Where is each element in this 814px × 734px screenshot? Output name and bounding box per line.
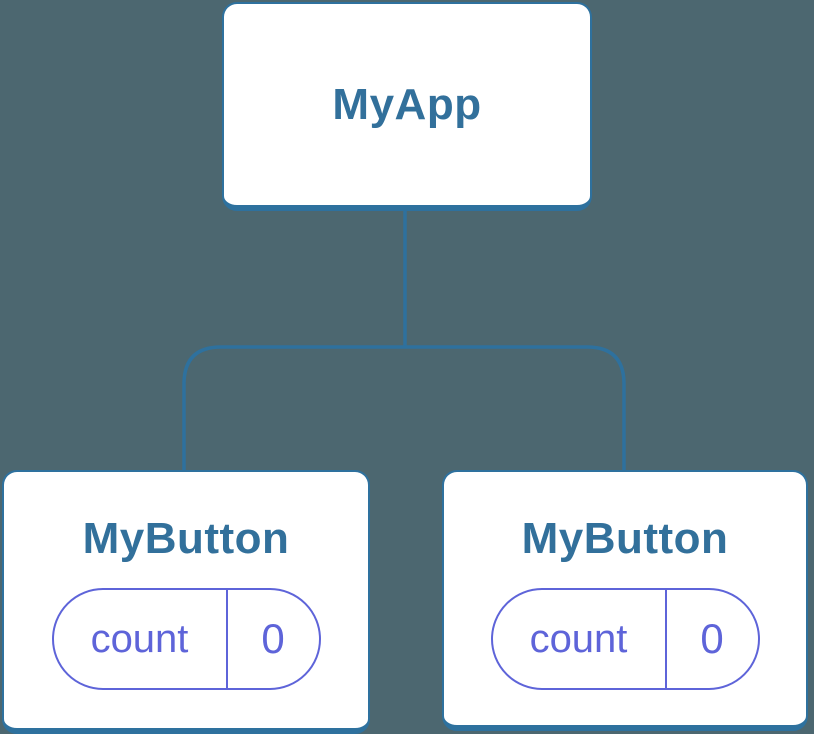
state-pill-right-value: 0 xyxy=(664,590,758,688)
state-pill-right: count 0 xyxy=(490,588,760,690)
node-mybutton-left: MyButton count 0 xyxy=(2,470,370,734)
state-pill-left: count 0 xyxy=(51,588,321,690)
node-mybutton-right: MyButton count 0 xyxy=(442,470,808,731)
node-mybutton-left-label: MyButton xyxy=(82,514,290,563)
node-myapp-label: MyApp xyxy=(332,79,482,129)
state-pill-left-value: 0 xyxy=(225,590,319,688)
node-mybutton-right-label: MyButton xyxy=(521,514,729,563)
state-pill-right-name: count xyxy=(529,616,628,661)
node-myapp: MyApp xyxy=(222,2,592,211)
state-pill-left-name: count xyxy=(90,616,189,661)
connector-branch xyxy=(182,345,626,470)
